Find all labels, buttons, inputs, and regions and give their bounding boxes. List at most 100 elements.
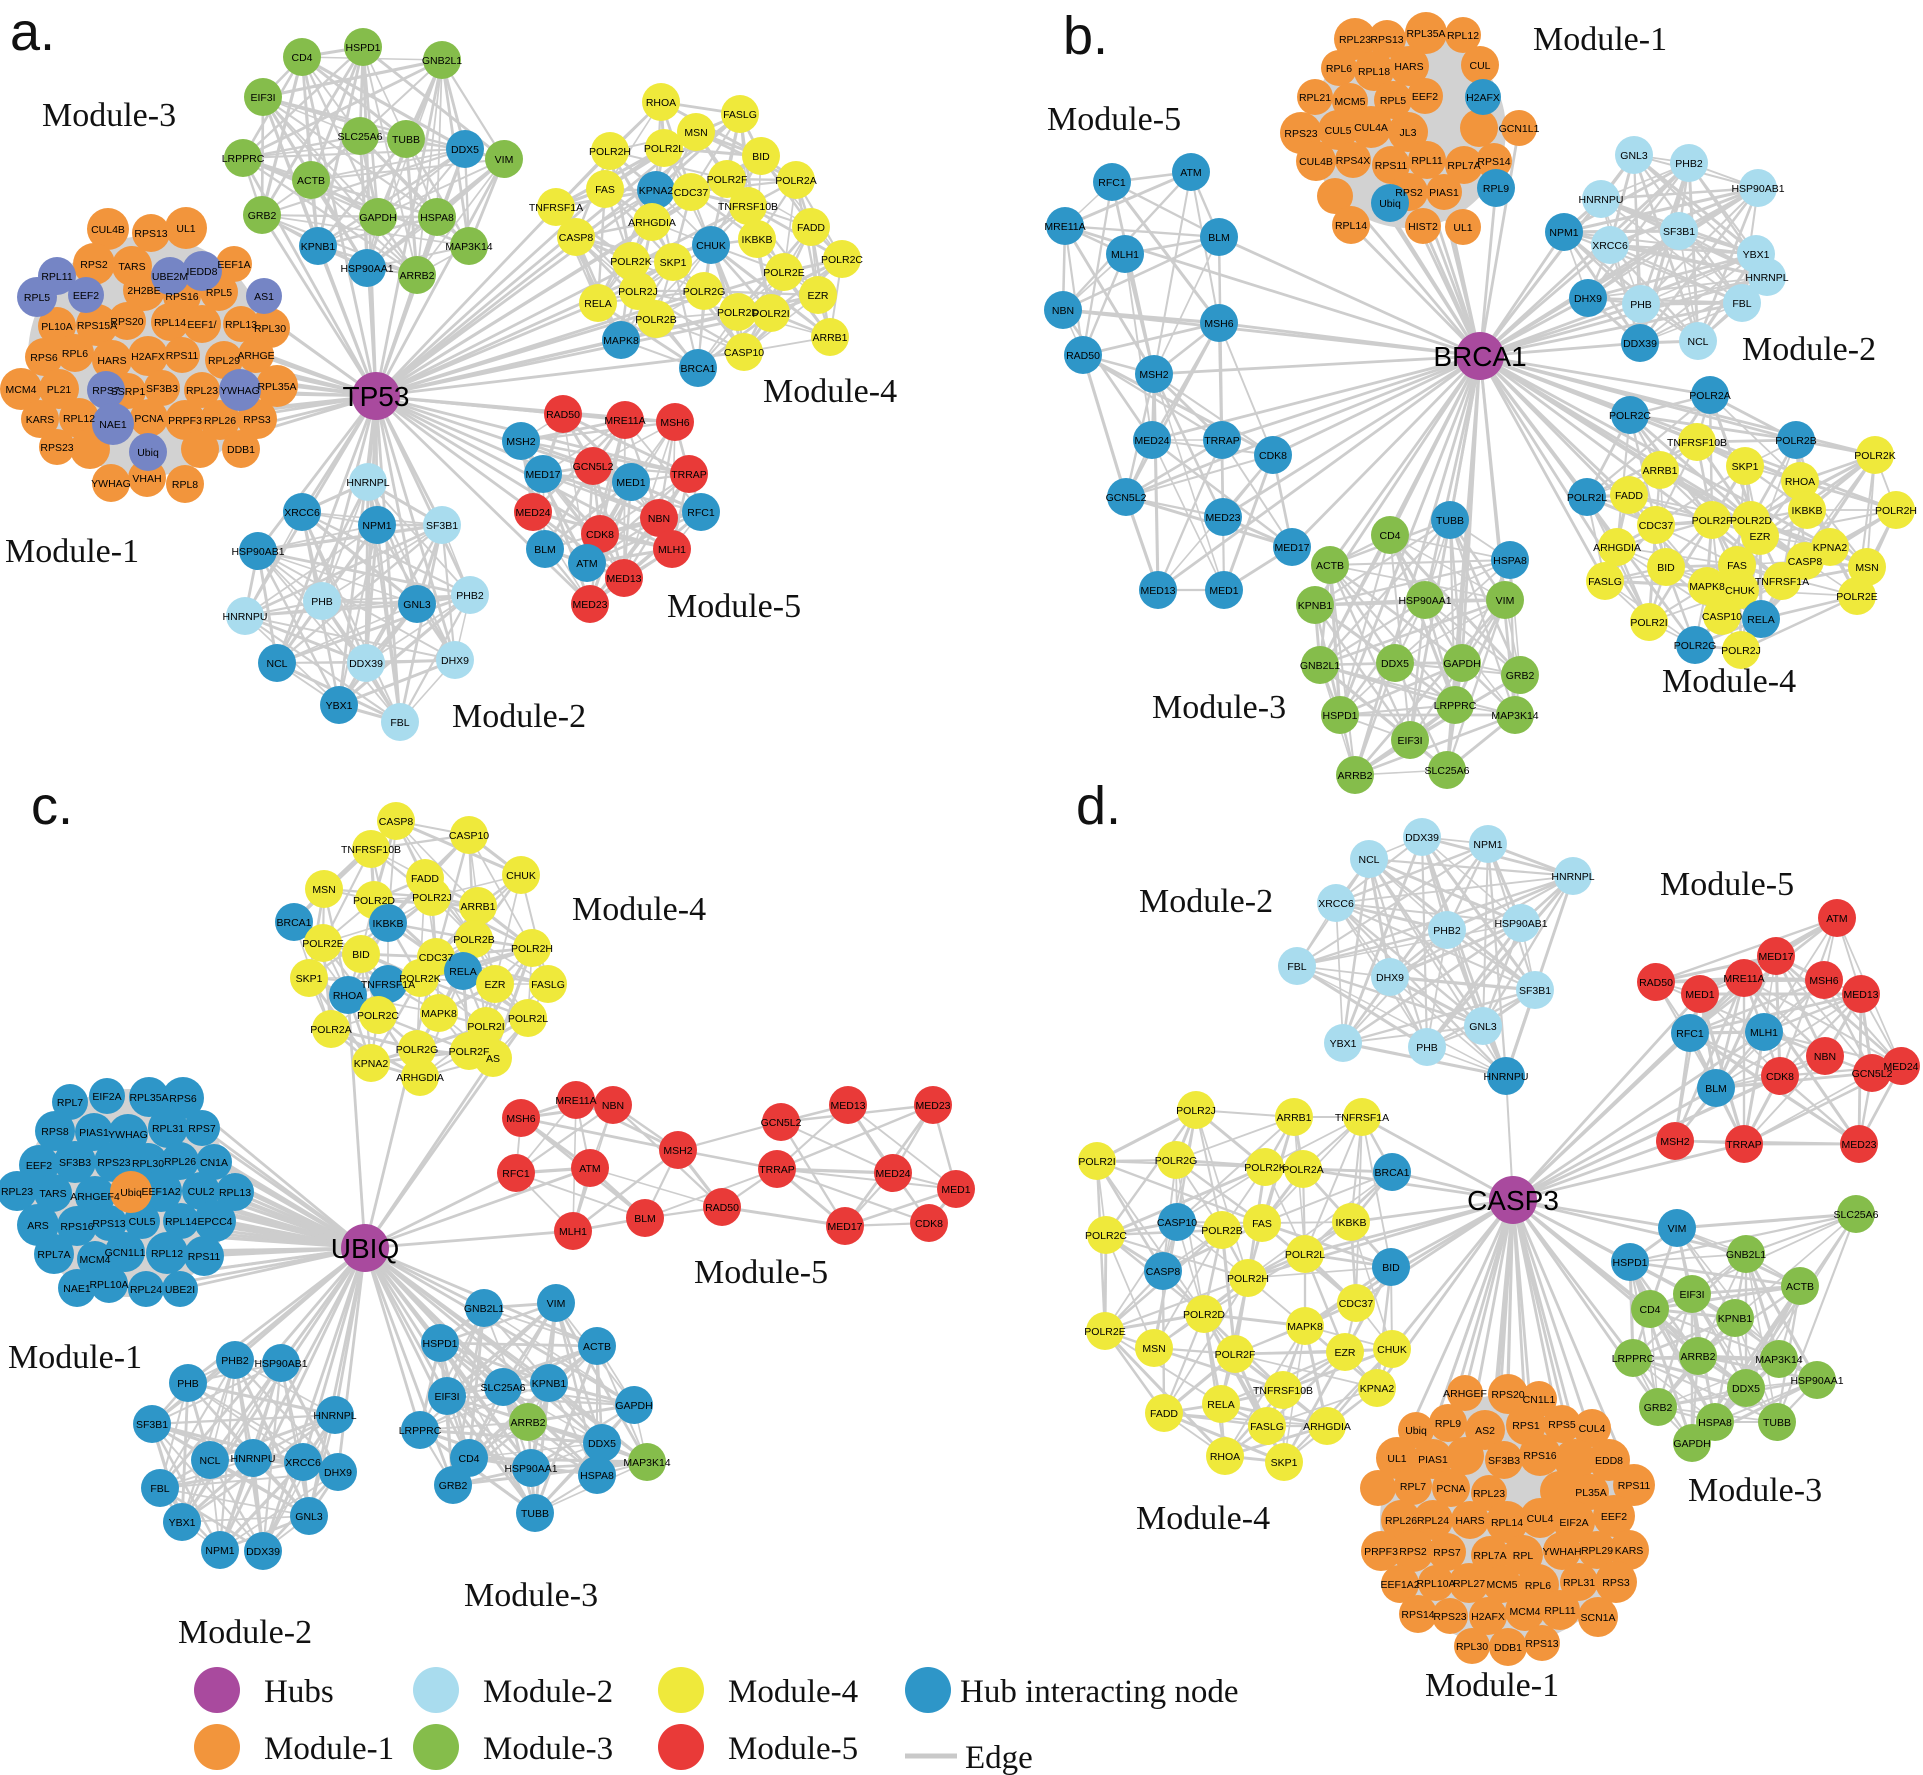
svg-text:SLC25A6: SLC25A6 [1834, 1209, 1879, 1221]
svg-text:Module-4: Module-4 [728, 1674, 858, 1710]
svg-text:TRRAP: TRRAP [759, 1164, 795, 1176]
svg-text:MCM5: MCM5 [1335, 96, 1366, 108]
svg-text:RHOA: RHOA [1210, 1451, 1240, 1463]
svg-text:SKP1: SKP1 [1271, 1457, 1298, 1469]
svg-text:YWHAG: YWHAG [91, 478, 131, 490]
svg-text:RELA: RELA [1747, 614, 1774, 626]
svg-text:MAPK8: MAPK8 [1689, 581, 1725, 593]
svg-text:POLR2D: POLR2D [717, 307, 759, 319]
svg-text:SKP1: SKP1 [296, 973, 323, 985]
svg-text:MED24: MED24 [1134, 435, 1169, 447]
svg-text:POLR2C: POLR2C [357, 1010, 399, 1022]
svg-text:KPNA2: KPNA2 [1813, 542, 1848, 554]
svg-text:EIF2A: EIF2A [92, 1091, 121, 1103]
svg-text:HARS: HARS [1455, 1515, 1484, 1527]
svg-text:SF3B1: SF3B1 [1519, 985, 1551, 997]
svg-text:DDB1: DDB1 [227, 444, 255, 456]
svg-text:IEDD8: IEDD8 [187, 266, 218, 278]
svg-text:PHB2: PHB2 [1433, 925, 1461, 937]
svg-text:CDK8: CDK8 [1766, 1071, 1794, 1083]
svg-text:MED1: MED1 [1209, 585, 1238, 597]
svg-text:TP53: TP53 [343, 381, 410, 412]
svg-text:BID: BID [1657, 562, 1675, 574]
svg-text:MSH6: MSH6 [1204, 318, 1233, 330]
svg-text:VHAH: VHAH [132, 473, 161, 485]
svg-text:RPL6: RPL6 [62, 348, 88, 360]
svg-text:FAS: FAS [1727, 560, 1747, 572]
svg-text:POLR2G: POLR2G [1674, 640, 1717, 652]
svg-text:CD4: CD4 [1639, 1304, 1660, 1316]
svg-text:CN1A: CN1A [200, 1157, 228, 1169]
svg-text:CUL5: CUL5 [1325, 125, 1352, 137]
svg-text:MCM4: MCM4 [6, 384, 37, 396]
svg-text:MED23: MED23 [1841, 1139, 1876, 1151]
svg-text:MED13: MED13 [830, 1100, 865, 1112]
svg-text:PCNA: PCNA [1436, 1483, 1465, 1495]
svg-text:GNL3: GNL3 [1469, 1021, 1497, 1033]
svg-text:TNFRSF1A: TNFRSF1A [1755, 576, 1809, 588]
svg-text:MED23: MED23 [915, 1100, 950, 1112]
svg-text:IKBKB: IKBKB [742, 234, 773, 246]
svg-text:POLR2I: POLR2I [752, 308, 789, 320]
svg-text:MAPK8: MAPK8 [421, 1008, 457, 1020]
svg-text:Module-2: Module-2 [178, 1614, 312, 1651]
svg-text:BRCA1: BRCA1 [1374, 1167, 1409, 1179]
svg-text:HNRNPU: HNRNPU [223, 611, 268, 623]
svg-text:HSPD1: HSPD1 [1322, 710, 1357, 722]
svg-text:EEF2: EEF2 [1412, 91, 1438, 103]
svg-text:MED17: MED17 [525, 469, 560, 481]
svg-text:POLR2B: POLR2B [1201, 1225, 1242, 1237]
svg-text:MED17: MED17 [1758, 951, 1793, 963]
svg-text:FASLG: FASLG [1588, 576, 1622, 588]
svg-text:POLR2C: POLR2C [821, 254, 863, 266]
svg-text:FADD: FADD [411, 873, 439, 885]
svg-text:RPS6: RPS6 [30, 352, 58, 364]
svg-text:RPS13: RPS13 [1370, 34, 1403, 46]
svg-text:CN1L1: CN1L1 [1523, 1394, 1556, 1406]
svg-text:NCL: NCL [1687, 336, 1708, 348]
svg-text:HNRNPL: HNRNPL [313, 1410, 356, 1422]
svg-text:RELA: RELA [584, 298, 611, 310]
svg-text:AS2: AS2 [1475, 1425, 1495, 1437]
svg-text:EZR: EZR [1750, 531, 1771, 543]
svg-text:MED13: MED13 [606, 573, 641, 585]
svg-text:POLR2G: POLR2G [396, 1044, 439, 1056]
svg-text:DDX5: DDX5 [1732, 1383, 1760, 1395]
svg-text:FAS: FAS [595, 184, 615, 196]
svg-text:CUL4: CUL4 [1527, 1513, 1554, 1525]
svg-text:MSH6: MSH6 [660, 417, 689, 429]
svg-text:ATM: ATM [579, 1163, 600, 1175]
svg-text:HSPA8: HSPA8 [420, 212, 454, 224]
svg-text:CDC37: CDC37 [1339, 1298, 1374, 1310]
svg-text:PHB: PHB [177, 1378, 199, 1390]
svg-text:POLR2E: POLR2E [1084, 1326, 1125, 1338]
svg-text:YBX1: YBX1 [1743, 249, 1770, 261]
svg-text:ARRB1: ARRB1 [812, 332, 847, 344]
svg-text:Module-2: Module-2 [1742, 331, 1876, 368]
svg-text:GNB2L1: GNB2L1 [1726, 1249, 1766, 1261]
svg-text:RPL30: RPL30 [1456, 1641, 1488, 1653]
svg-text:HSPD1: HSPD1 [1612, 1257, 1647, 1269]
svg-text:GNB2L1: GNB2L1 [1300, 660, 1340, 672]
svg-text:PHB: PHB [311, 596, 333, 608]
svg-text:FADD: FADD [1615, 490, 1643, 502]
svg-text:RPS7: RPS7 [1433, 1547, 1461, 1559]
svg-text:PHB2: PHB2 [456, 590, 484, 602]
svg-text:TNFRSF10B: TNFRSF10B [718, 201, 778, 213]
svg-text:XRCC6: XRCC6 [284, 507, 320, 519]
svg-text:RPS5: RPS5 [1548, 1419, 1576, 1431]
svg-text:KARS: KARS [1615, 1545, 1644, 1557]
svg-text:POLR2E: POLR2E [763, 267, 804, 279]
svg-text:GCN5L2: GCN5L2 [1106, 492, 1147, 504]
svg-text:YBX1: YBX1 [1330, 1038, 1357, 1050]
svg-text:MAP3K14: MAP3K14 [1755, 1354, 1802, 1366]
svg-text:DDX39: DDX39 [1405, 832, 1439, 844]
svg-text:RPS1: RPS1 [1512, 1420, 1540, 1432]
svg-text:ATM: ATM [1180, 167, 1201, 179]
svg-text:EIF2A: EIF2A [1559, 1517, 1588, 1529]
svg-text:MRE11A: MRE11A [1723, 973, 1764, 985]
svg-text:MSH2: MSH2 [1139, 369, 1168, 381]
svg-text:MED1: MED1 [616, 477, 645, 489]
svg-text:Module-3: Module-3 [1152, 689, 1286, 726]
svg-text:Ubiq: Ubiq [1405, 1425, 1427, 1437]
